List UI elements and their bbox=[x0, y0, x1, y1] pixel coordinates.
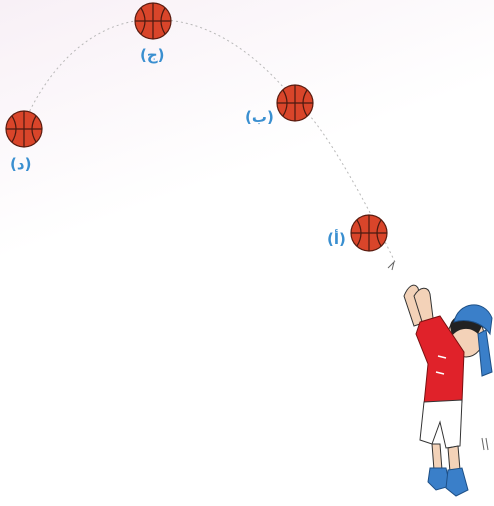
trajectory-path bbox=[22, 20, 395, 262]
boy-player-illustration bbox=[404, 285, 492, 496]
jump-motion-mark bbox=[482, 438, 488, 450]
basketball-c bbox=[135, 3, 171, 39]
position-label-d: (د) bbox=[10, 155, 31, 173]
basketball-b bbox=[277, 85, 313, 121]
position-label-a: (أ) bbox=[327, 230, 346, 248]
basketball-d bbox=[6, 111, 42, 147]
basketball-a bbox=[351, 215, 387, 251]
position-label-c: (ج) bbox=[140, 46, 165, 64]
release-motion-mark bbox=[388, 262, 394, 270]
position-label-b: (ب) bbox=[245, 108, 274, 126]
